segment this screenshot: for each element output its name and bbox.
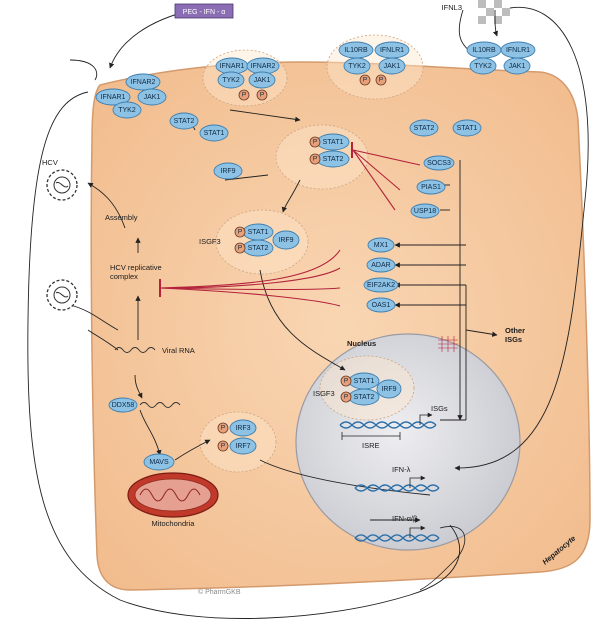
jak1-mid-label: JAK1	[254, 77, 271, 84]
irf3-label: IRF3	[235, 425, 250, 432]
tyk2-mid2-label: TYK2	[348, 63, 366, 70]
tyk2-out2-label: TYK2	[474, 63, 492, 70]
isgs-label: ISGs	[431, 404, 448, 413]
nucleus-irf9-label: IRF9	[381, 386, 396, 393]
dna-strands	[339, 421, 440, 542]
isgf3-label: ISGF3	[199, 237, 221, 246]
mitochondria-icon	[127, 472, 219, 518]
ifnl3-label: IFNL3	[442, 3, 462, 12]
mitochondria-label: Mitochondria	[152, 519, 196, 528]
complex-stat1-label: STAT1	[323, 139, 344, 146]
isgf3-irf9-label: IRF9	[278, 237, 293, 244]
oas1-label: OAS1	[372, 302, 391, 309]
jak1-out-label: JAK1	[144, 94, 161, 101]
ifnlr1-mid-label: IFNLR1	[380, 47, 404, 54]
irf7-label: IRF7	[235, 443, 250, 450]
nucleus-isgf3-label: ISGF3	[313, 389, 335, 398]
svg-text:P: P	[344, 394, 348, 401]
ifnar1-mid-label: IFNAR1	[220, 63, 245, 70]
inhibition-lines	[159, 142, 421, 307]
ifnar2-out-label: IFNAR2	[131, 79, 156, 86]
il10rb-mid-label: IL10RB	[344, 47, 368, 54]
stat2-b-label: STAT2	[414, 125, 435, 132]
svg-text:P: P	[313, 156, 317, 163]
checker-decoration	[478, 0, 510, 24]
stat1-a-label: STAT1	[204, 130, 225, 137]
protein-shapes	[95, 41, 536, 471]
il10rb-out-label: IL10RB	[472, 47, 496, 54]
stat1-b-label: STAT1	[457, 125, 478, 132]
tyk2-out-label: TYK2	[118, 107, 136, 114]
nucleus-stat2-label: STAT2	[354, 394, 375, 401]
complex-stat2-label: STAT2	[323, 156, 344, 163]
phospho-labels: P P P P P P P P P P P P	[221, 77, 383, 450]
svg-text:P: P	[260, 92, 264, 99]
nuclear-pore	[438, 336, 458, 352]
socs3-label: SOCS3	[427, 160, 451, 167]
svg-text:P: P	[379, 77, 383, 84]
tyk2-mid-label: TYK2	[222, 77, 240, 84]
mx1-label: MX1	[374, 242, 389, 249]
peg-ifn-box	[174, 3, 234, 19]
svg-text:P: P	[363, 77, 367, 84]
svg-text:P: P	[313, 139, 317, 146]
jak1-mid2-label: JAK1	[384, 63, 401, 70]
nucleus-title: Nucleus	[347, 339, 376, 348]
ddx58-rna-strand	[139, 402, 181, 408]
ifnar2-mid-label: IFNAR2	[251, 63, 276, 70]
phospho-circles	[217, 74, 387, 452]
svg-text:P: P	[221, 443, 225, 450]
ddx58-label: DDX58	[112, 402, 135, 409]
pias1-label: PIAS1	[421, 184, 441, 191]
stat2-a-label: STAT2	[174, 118, 195, 125]
eif2ak2-label: EIF2AK2	[367, 282, 395, 289]
adar-label: ADAR	[371, 262, 390, 269]
nucleus	[295, 333, 521, 551]
isgf3-stat2-label: STAT2	[248, 245, 269, 252]
svg-text:P: P	[238, 229, 242, 236]
isgf3-stat1-label: STAT1	[248, 229, 269, 236]
jak1-out2-label: JAK1	[509, 63, 526, 70]
irf9-label: IRF9	[220, 168, 235, 175]
viral-rna-strand	[114, 347, 156, 353]
svg-text:P: P	[344, 378, 348, 385]
ifn-ab-label: IFN-α/β	[392, 514, 418, 523]
viral-rna-label: Viral RNA	[162, 346, 195, 355]
svg-text:P: P	[242, 92, 246, 99]
svg-text:P: P	[238, 245, 242, 252]
ifnlr1-out-label: IFNLR1	[506, 47, 530, 54]
ifnar1-out-label: IFNAR1	[101, 94, 126, 101]
svg-text:P: P	[221, 425, 225, 432]
hcv-virus-entering	[46, 279, 78, 311]
assembly-label: Assembly	[105, 213, 138, 222]
hcv-virus-top	[46, 169, 78, 201]
ifn-lambda-label: IFN-λ	[392, 465, 411, 474]
usp18-label: USP18	[414, 208, 436, 215]
peg-ifn-label: PEG - IFN - α	[183, 9, 226, 16]
nucleus-stat1-label: STAT1	[354, 378, 375, 385]
pharmgkb-credit: © PharmGKB	[198, 588, 241, 596]
isre-label: ISRE	[362, 441, 380, 450]
hcv-label: HCV	[42, 158, 58, 167]
mavs-label: MAVS	[149, 459, 169, 466]
isre-bracket	[341, 412, 466, 591]
